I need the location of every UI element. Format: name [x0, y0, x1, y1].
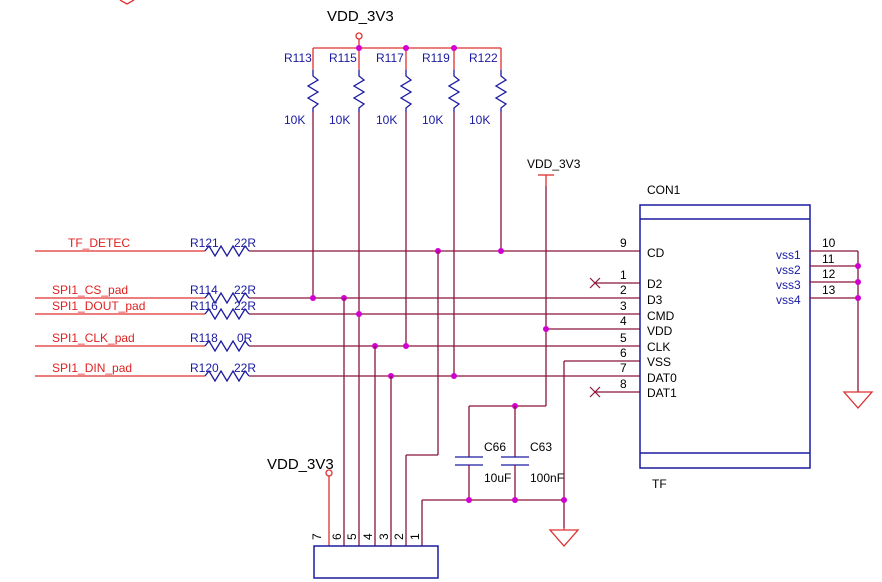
pin-name: D2	[647, 277, 663, 291]
connector-footprint: TF	[652, 477, 667, 491]
ground-symbol	[842, 266, 874, 409]
net-spi1-dout: SPI1_DOUT_pad R116 22R	[35, 299, 640, 321]
net-ref: R120	[190, 361, 219, 375]
top-power-label: VDD_3V3	[327, 8, 394, 25]
pin-name: CMD	[647, 309, 675, 323]
pin-number: 3	[620, 299, 627, 313]
net-tf-detec: TF_DETEC R121 22R	[35, 236, 640, 258]
pullup-value: 10K	[469, 113, 490, 127]
connector-ref: CON1	[647, 183, 681, 197]
right-power-symbol: VDD_3V3	[527, 157, 581, 186]
pin-name: VSS	[647, 355, 671, 369]
net-name: SPI1_DOUT_pad	[52, 299, 145, 313]
pullup-resistors: R113 10K R115 10K R117 10K R119 10K	[284, 45, 508, 127]
net-value: 22R	[234, 299, 256, 313]
pullup-ref: R117	[376, 51, 404, 65]
pin-name: VDD	[647, 324, 673, 338]
pin-number: 11	[822, 252, 835, 266]
net-name: TF_DETEC	[68, 236, 130, 250]
header-pin-number: 5	[345, 533, 359, 540]
right-power-label: VDD_3V3	[527, 157, 581, 171]
pin-number: 2	[620, 283, 627, 297]
pin-name: CLK	[647, 340, 670, 354]
net-spi1-clk: SPI1_CLK_pad R118 0R	[35, 331, 640, 353]
net-spi1-din: SPI1_DIN_pad R120 22R	[35, 361, 640, 383]
pullup-resistor: R113 10K	[284, 48, 320, 127]
pullup-ref: R113	[284, 51, 312, 65]
pin-number: 9	[620, 236, 627, 250]
pin-number: 7	[620, 361, 627, 375]
pullup-ref: R119	[422, 51, 450, 65]
cap-ref: C63	[530, 440, 552, 454]
pin-name: vss3	[776, 278, 801, 292]
pin-number: 13	[822, 283, 836, 297]
pullup-resistor: R122 10K	[469, 48, 508, 127]
pullup-ref: R115	[329, 51, 357, 65]
header-pin-number: 4	[361, 533, 375, 540]
net-value: 22R	[234, 361, 256, 375]
pin-number: 10	[822, 236, 836, 250]
pullup-resistor: R117 10K	[376, 48, 413, 127]
header-pin-number: 1	[408, 533, 422, 540]
cap-ref: C66	[484, 440, 506, 454]
top-power-symbol: VDD_3V3	[313, 8, 501, 49]
left-power-symbol: VDD_3V3	[267, 456, 334, 546]
pin-name: DAT1	[647, 386, 677, 400]
pullup-value: 10K	[376, 113, 397, 127]
pin-number: 1	[620, 268, 627, 282]
pullup-resistor: R115 10K	[329, 48, 366, 127]
cap-value: 100nF	[530, 471, 564, 485]
header-pin-number: 3	[377, 533, 391, 540]
pin-number: 8	[620, 377, 627, 391]
header-pin-number: 2	[392, 533, 406, 540]
pin-name: CD	[647, 246, 665, 260]
pin-number: 12	[822, 267, 836, 281]
pin-name: D3	[647, 293, 663, 307]
header-pin-number: 6	[330, 533, 344, 540]
pullup-resistor: R119 10K	[422, 48, 461, 127]
pin-name: vss4	[776, 293, 801, 307]
header-connector: 7 6 5 4 3 2 1	[310, 533, 439, 579]
pin-name: vss2	[776, 263, 801, 277]
header-pin-number: 7	[310, 533, 324, 540]
net-value: 22R	[234, 283, 256, 297]
net-ref: R116	[190, 299, 218, 313]
net-name: SPI1_CS_pad	[52, 283, 128, 297]
pin-number: 5	[620, 331, 627, 345]
pin-name: vss1	[776, 248, 801, 262]
pullup-value: 10K	[284, 113, 305, 127]
cap-value: 10uF	[484, 471, 511, 485]
left-power-label: VDD_3V3	[267, 456, 334, 473]
pullup-value: 10K	[422, 113, 443, 127]
net-name: SPI1_CLK_pad	[52, 331, 135, 345]
ground-symbol	[548, 528, 580, 547]
pin-number: 4	[620, 314, 627, 328]
capacitor: C63 100nF	[501, 406, 564, 500]
connector-con1: CON1 TF 9 CD 1 2 D2 D3 3 CMD 4 VDD 5 CLK…	[620, 183, 861, 491]
net-value: 0R	[237, 331, 253, 345]
net-value: 22R	[234, 236, 256, 250]
net-ref: R114	[190, 283, 218, 297]
pullup-ref: R122	[469, 51, 498, 65]
pullup-value: 10K	[329, 113, 350, 127]
capacitor: C66 10uF	[455, 406, 511, 500]
pin-number: 6	[620, 346, 627, 360]
pin-name: DAT0	[647, 371, 677, 385]
net-ref: R121	[190, 236, 219, 250]
net-ref: R118	[190, 331, 218, 345]
net-name: SPI1_DIN_pad	[52, 361, 132, 375]
capacitors: C66 10uF C63 100nF	[422, 403, 567, 503]
